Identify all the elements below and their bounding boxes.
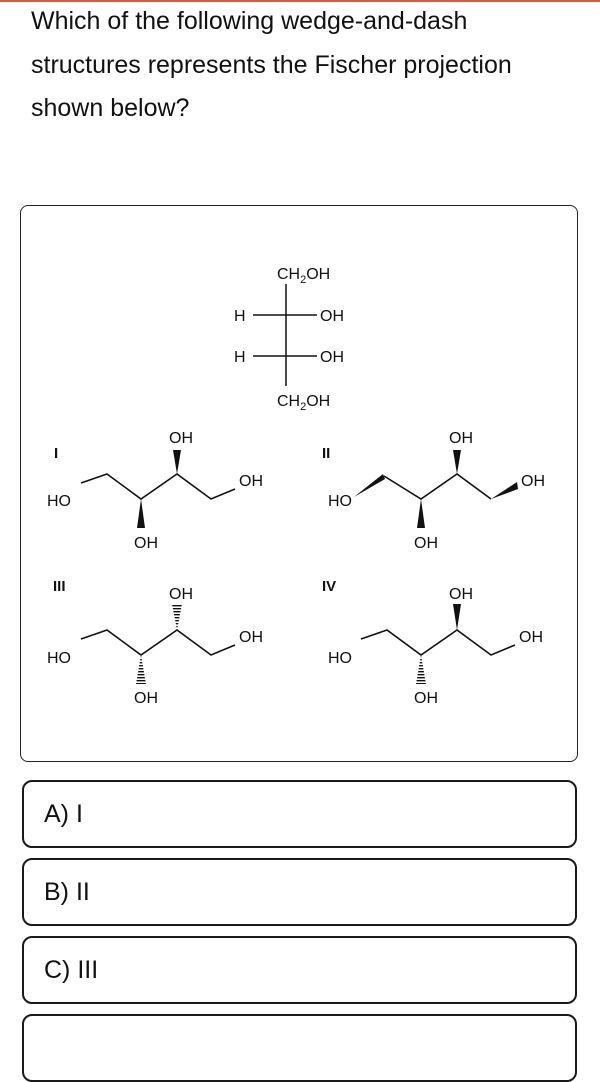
top-accent-bar: [0, 0, 600, 2]
structure-label-II: II: [322, 445, 330, 462]
structure-I: I HO OH OH OH: [47, 430, 263, 552]
structure-IV-left-group: HO: [328, 650, 352, 667]
option-c-button[interactable]: C) III: [22, 936, 577, 1004]
option-b-button[interactable]: B) II: [22, 858, 577, 926]
structure-I-upper-group: OH: [169, 430, 193, 447]
option-a-label: A) I: [44, 800, 83, 828]
structure-IV-right-group: OH: [519, 629, 543, 646]
chemistry-figure: CH2OH H OH H OH CH2OH I HO OH OH OH II H…: [47, 266, 545, 707]
question-line-2: structures represents the Fischer projec…: [31, 50, 512, 79]
fischer-row2-right: OH: [320, 349, 344, 366]
structure-III: III HO OH OH OH: [47, 578, 263, 707]
structure-III-lower-group: OH: [134, 690, 158, 707]
structure-I-right-group: OH: [239, 473, 263, 490]
fischer-row1-right: OH: [320, 308, 344, 325]
structure-III-left-group: HO: [47, 650, 71, 667]
fischer-row1-left: H: [234, 308, 246, 325]
fischer-row2-left: H: [234, 349, 246, 366]
structure-IV-lower-group: OH: [414, 690, 438, 707]
option-c-label: C) III: [44, 956, 99, 984]
structure-label-IV: IV: [322, 578, 336, 595]
fischer-bottom-group: CH2OH: [277, 393, 330, 413]
option-d-button[interactable]: [22, 1014, 577, 1082]
structure-label-I: I: [54, 445, 58, 462]
question-line-3: shown below?: [31, 94, 190, 122]
structure-IV: IV HO OH OH OH: [322, 578, 543, 707]
fischer-projection: CH2OH H OH H OH CH2OH: [234, 266, 344, 413]
structure-I-lower-group: OH: [134, 535, 158, 552]
structure-label-III: III: [53, 578, 66, 595]
structure-II: II HO OH OH OH: [322, 430, 545, 552]
structure-II-lower-group: OH: [414, 535, 438, 552]
structure-II-right-group: OH: [521, 473, 545, 490]
question-line-1: Which of the following wedge-and-dash: [31, 7, 468, 35]
fischer-top-group: CH2OH: [277, 266, 330, 286]
structure-IV-upper-group: OH: [449, 586, 473, 603]
structure-III-right-group: OH: [239, 629, 263, 646]
structure-II-left-group: HO: [328, 493, 352, 510]
question-text: Which of the following wedge-and-dash st…: [31, 0, 586, 131]
structure-III-upper-group: OH: [169, 586, 193, 603]
structure-figure-card: CH2OH H OH H OH CH2OH I HO OH OH OH II H…: [20, 205, 578, 762]
option-a-button[interactable]: A) I: [22, 780, 577, 848]
structure-I-left-group: HO: [47, 493, 71, 510]
structure-II-upper-group: OH: [449, 430, 473, 447]
option-b-label: B) II: [44, 878, 90, 906]
